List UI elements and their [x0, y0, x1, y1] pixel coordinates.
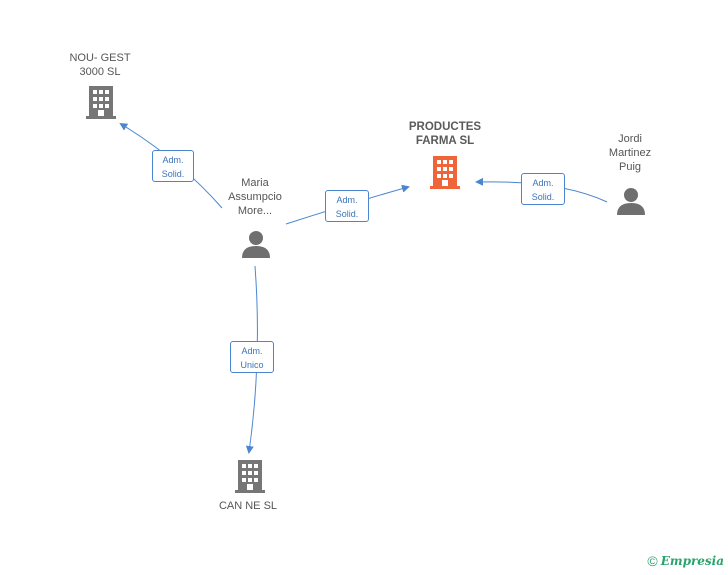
edge-label-jordi-productes: Adm. Solid. — [521, 173, 565, 205]
person-icon[interactable] — [617, 188, 645, 215]
label-line: 3000 SL — [79, 66, 121, 78]
label-line: CAN NE SL — [218, 500, 278, 512]
label-line: More... — [237, 205, 273, 217]
edge-label-line: Unico — [240, 360, 264, 370]
label-line: Martinez — [608, 147, 652, 159]
edge-label-line: Adm. — [162, 155, 184, 165]
label-line: Maria — [241, 177, 269, 189]
edge-label-maria-nougest: Adm. Solid. — [152, 150, 194, 182]
node-label-can-ne[interactable]: CAN NE SL — [208, 499, 288, 513]
node-label-jordi[interactable]: Jordi Martinez Puig — [592, 132, 668, 174]
edge-label-line: Solid. — [531, 192, 555, 202]
brand-footer[interactable]: © Empresia — [647, 551, 724, 571]
label-line: Jordi — [618, 133, 642, 145]
brand-logo: Empresia — [660, 554, 724, 568]
edge-label-line: Adm. — [532, 178, 554, 188]
edge-label-maria-productes: Adm. Solid. — [325, 190, 369, 222]
label-line: NOU- GEST — [69, 52, 131, 64]
node-label-maria[interactable]: Maria Assumpcio More... — [215, 176, 295, 218]
copyright-icon: © — [647, 553, 658, 569]
edge-label-line: Adm. — [336, 195, 358, 205]
edge-label-line: Solid. — [161, 169, 185, 179]
edge-label-line: Solid. — [335, 209, 359, 219]
node-label-nou-gest[interactable]: NOU- GEST 3000 SL — [60, 51, 140, 79]
person-icon[interactable] — [242, 231, 270, 258]
building-icon[interactable] — [86, 86, 116, 119]
label-line: PRODUCTES — [408, 121, 482, 133]
node-label-productes-farma[interactable]: PRODUCTES FARMA SL — [395, 120, 495, 148]
building-icon[interactable] — [235, 460, 265, 493]
edge-label-line: Adm. — [241, 346, 263, 356]
building-icon[interactable] — [430, 156, 460, 189]
edge-label-maria-canne: Adm. Unico — [230, 341, 274, 373]
label-line: Assumpcio — [228, 191, 282, 203]
label-line: Puig — [618, 161, 642, 173]
label-line: FARMA SL — [415, 135, 475, 147]
